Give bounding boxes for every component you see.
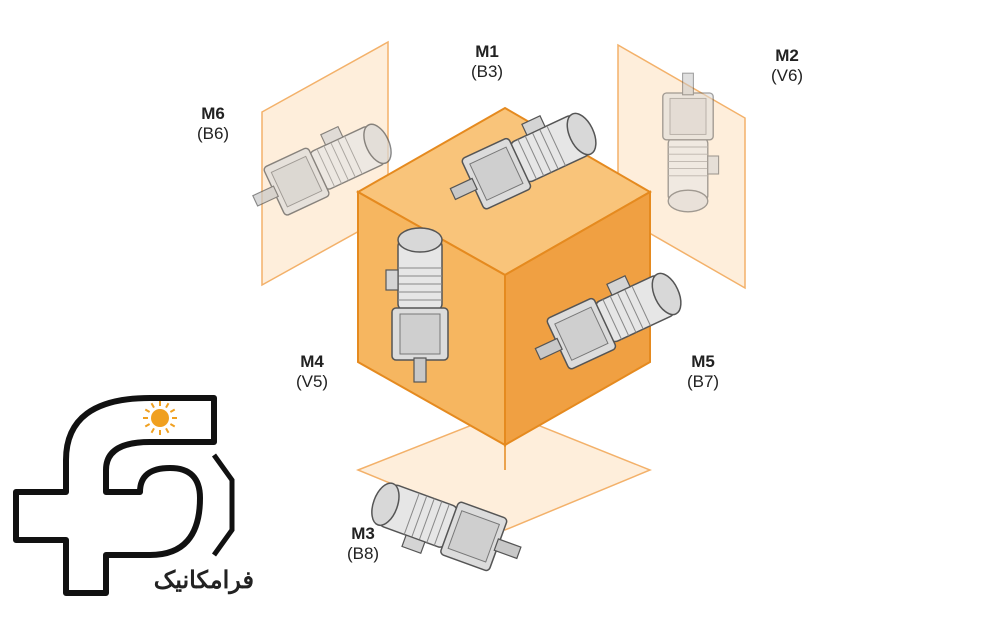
logo-sun-ray bbox=[144, 408, 151, 413]
logo-mark bbox=[13, 395, 217, 596]
logo-sun-ray bbox=[165, 402, 170, 409]
label-m1: M1(B3) bbox=[470, 42, 504, 81]
label-m5: M5(B7) bbox=[686, 352, 720, 391]
logo-sun-ray bbox=[150, 427, 155, 434]
brand-name: فرامکانیک bbox=[153, 567, 254, 594]
logo-sun-ray bbox=[169, 408, 176, 413]
label-m3: M3(B8) bbox=[346, 524, 380, 563]
logo-sun-icon bbox=[151, 409, 169, 427]
framekanik-logo bbox=[13, 395, 235, 596]
label-m6: M6(B6) bbox=[196, 104, 230, 143]
logo-sun-ray bbox=[165, 427, 170, 434]
logo-gear-outline bbox=[211, 453, 235, 557]
label-m2: M2(V6) bbox=[770, 46, 804, 85]
logo-sun-ray bbox=[144, 423, 151, 428]
label-m4: M4(V5) bbox=[295, 352, 329, 391]
logo-sun-ray bbox=[169, 423, 176, 428]
logo-sun-ray bbox=[150, 402, 155, 409]
